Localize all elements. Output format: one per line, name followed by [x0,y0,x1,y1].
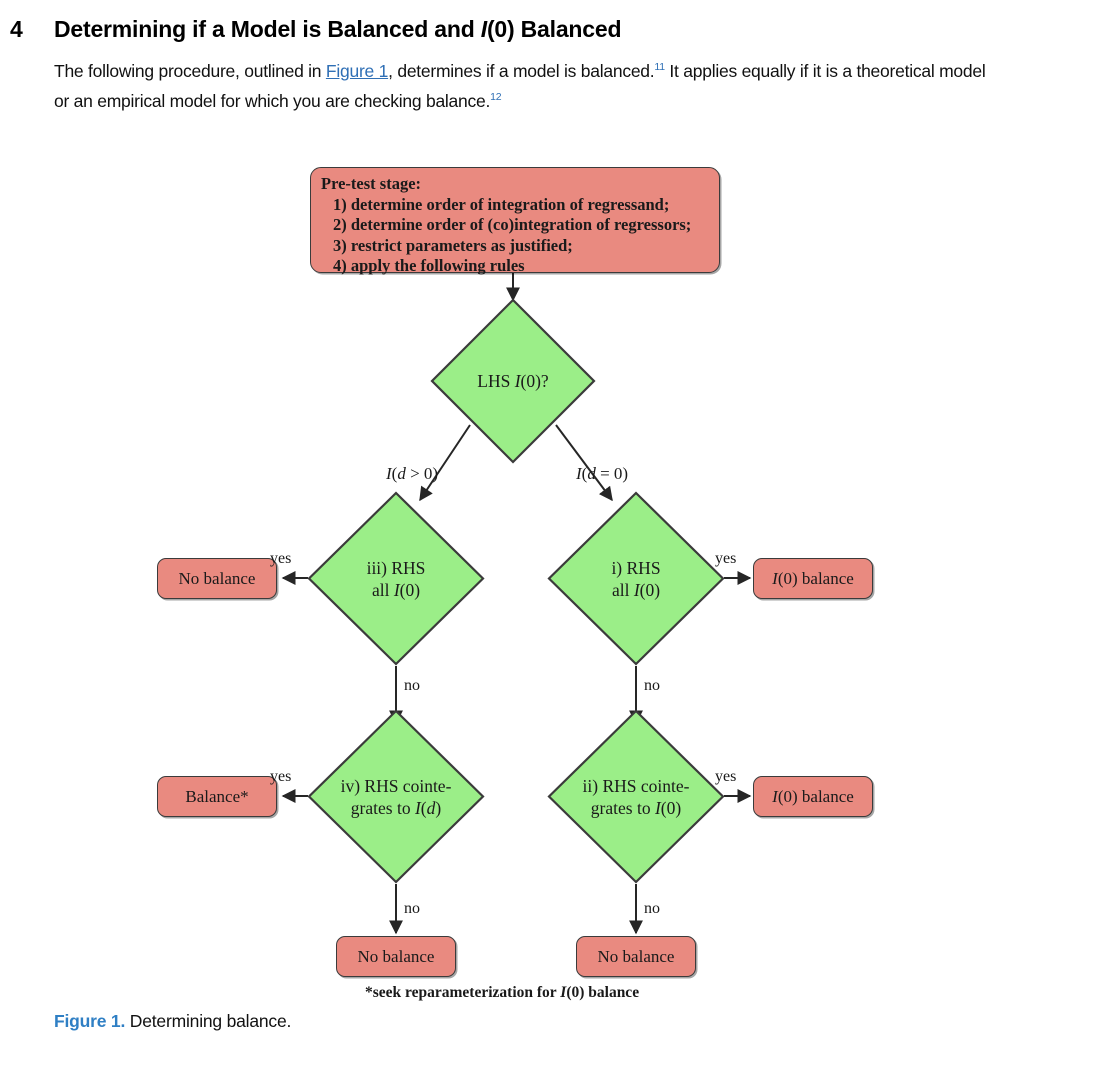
paragraph-part-2: , determines if a model is balanced. [388,61,655,81]
pretest-step-4: 4) apply the following rules [333,256,525,276]
terminal-no-balance-bottom-right[interactable]: No balance [576,936,696,977]
figure-footnote: *seek reparameterization for I(0) balanc… [365,984,640,1001]
edge-label-no-i: no [644,677,660,694]
edge-label-branch-left: I(d > 0) [386,464,439,483]
terminal-i0-balance-row2[interactable]: I(0) balance [753,776,873,817]
edge-label-yes-ii: yes [715,768,737,785]
pretest-stage-box[interactable]: Pre-test stage: 1) determine order of in… [310,167,720,275]
edge-lhs-to-i [555,424,613,502]
paragraph-part-3: It applies equally if it is a theoretica… [54,61,986,111]
terminal-i0-balance-row1[interactable]: I(0) balance [753,558,873,599]
terminal-no-balance-bottom-left[interactable]: No balance [336,936,456,977]
figure-caption-label: Figure 1. [54,1011,126,1031]
section-title: Determining if a Model is Balanced and I… [54,16,622,42]
diamond-shape [307,709,485,884]
edge-label-yes-iv: yes [270,768,292,785]
diamond-shape [307,491,485,666]
diamond-shape [430,298,596,464]
body-paragraph: The following procedure, outlined in Fig… [54,56,994,116]
diamond-shape [547,491,725,666]
terminal-no-balance-row1[interactable]: No balance [157,558,277,599]
paragraph-part-1: The following procedure, outlined in [54,61,326,81]
decision-iv-rhs-cointegrates-id[interactable]: iv) RHS cointe-grates to I(d) [306,708,486,885]
decision-lhs-i0[interactable]: LHS I(0)? [429,297,597,465]
footnote-marker-11[interactable]: 11 [654,61,665,74]
edge-label-no-iv: no [404,900,420,917]
terminal-balance-star[interactable]: Balance* [157,776,277,817]
edge-label-branch-right: I(d = 0) [576,464,629,483]
edge-label-no-iii: no [404,677,420,694]
pretest-step-3: 3) restrict parameters as justified; [333,235,573,255]
edge-lhs-to-iii [419,424,471,502]
decision-ii-rhs-cointegrates-i0[interactable]: ii) RHS cointe-grates to I(0) [546,708,726,885]
edge-label-no-ii: no [644,900,660,917]
page-title: 4 Determining if a Model is Balanced and … [10,16,1070,43]
figure-caption: Figure 1. Determining balance. [54,1011,291,1032]
diamond-shape [547,709,725,884]
edge-label-yes-i: yes [715,550,737,567]
footnote-marker-12[interactable]: 12 [490,91,502,104]
pretest-title: Pre-test stage: [321,174,422,193]
section-number: 4 [10,16,23,42]
edge-label-yes-iii: yes [270,550,292,567]
figure-1-link[interactable]: Figure 1 [325,61,389,81]
pretest-step-1: 1) determine order of integration of reg… [333,194,670,214]
pretest-step-2: 2) determine order of (co)integration of… [333,215,692,235]
figure-caption-text: Determining balance. [125,1011,292,1031]
